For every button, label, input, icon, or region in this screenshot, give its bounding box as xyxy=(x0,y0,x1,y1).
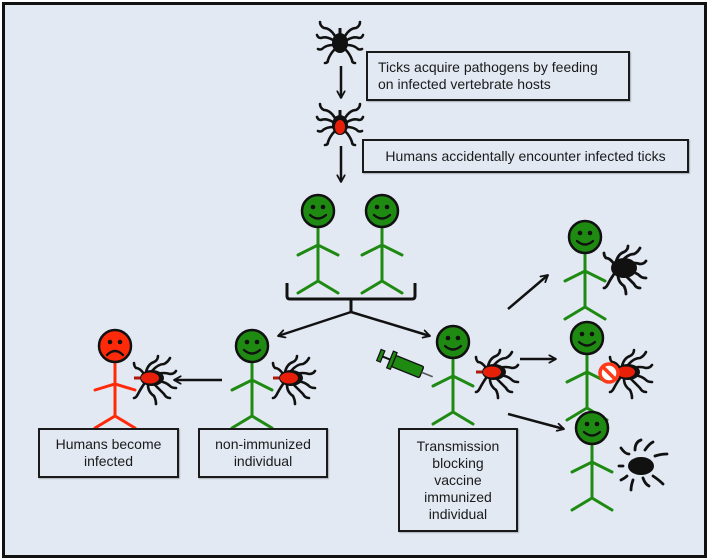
encounter-ticks-text: Humans accidentally encounter infected t… xyxy=(385,147,666,164)
tick-cleared-human-icon xyxy=(563,219,607,321)
infected-tick-icon xyxy=(317,104,363,145)
vaccinated-human-icon xyxy=(431,324,475,426)
syringe-icon xyxy=(375,348,433,379)
dead-tick-icon xyxy=(617,438,669,492)
arrow-to-non-immunized xyxy=(278,310,352,336)
tick-dies-human-icon xyxy=(570,410,614,512)
non-immunized-human-icon xyxy=(230,328,274,430)
non-immunized-label: non-immunized individual xyxy=(198,428,328,478)
arrow-to-tick-cleared xyxy=(507,274,548,310)
feeding-infected-tick-icon xyxy=(132,354,178,406)
vaccinated-text: Transmission blocking vaccine immunized … xyxy=(416,437,500,522)
uninfected-feeding-tick-icon xyxy=(602,244,648,296)
arrow-to-vaccinated xyxy=(350,310,430,336)
acquire-pathogens-text: Ticks acquire pathogens by feeding on in… xyxy=(378,59,598,92)
encounter-ticks-label: Humans accidentally encounter infected t… xyxy=(362,139,689,173)
arrow-to-tick-dies xyxy=(507,412,564,429)
human-pair-right-icon xyxy=(360,193,404,295)
humans-infected-label: Humans become infected xyxy=(38,428,179,478)
no-transmission-icon xyxy=(598,362,620,384)
vaccinated-label: Transmission blocking vaccine immunized … xyxy=(398,428,518,532)
vaccinated-tick-icon xyxy=(474,348,520,400)
non-immunized-text: non-immunized individual xyxy=(215,436,311,469)
infected-human-icon xyxy=(93,328,137,430)
uninfected-tick-icon xyxy=(317,22,363,63)
humans-infected-text: Humans become infected xyxy=(55,436,162,469)
non-immunized-tick-icon xyxy=(271,354,317,406)
acquire-pathogens-label: Ticks acquire pathogens by feeding on in… xyxy=(366,51,630,101)
human-pair-left-icon xyxy=(296,193,340,295)
